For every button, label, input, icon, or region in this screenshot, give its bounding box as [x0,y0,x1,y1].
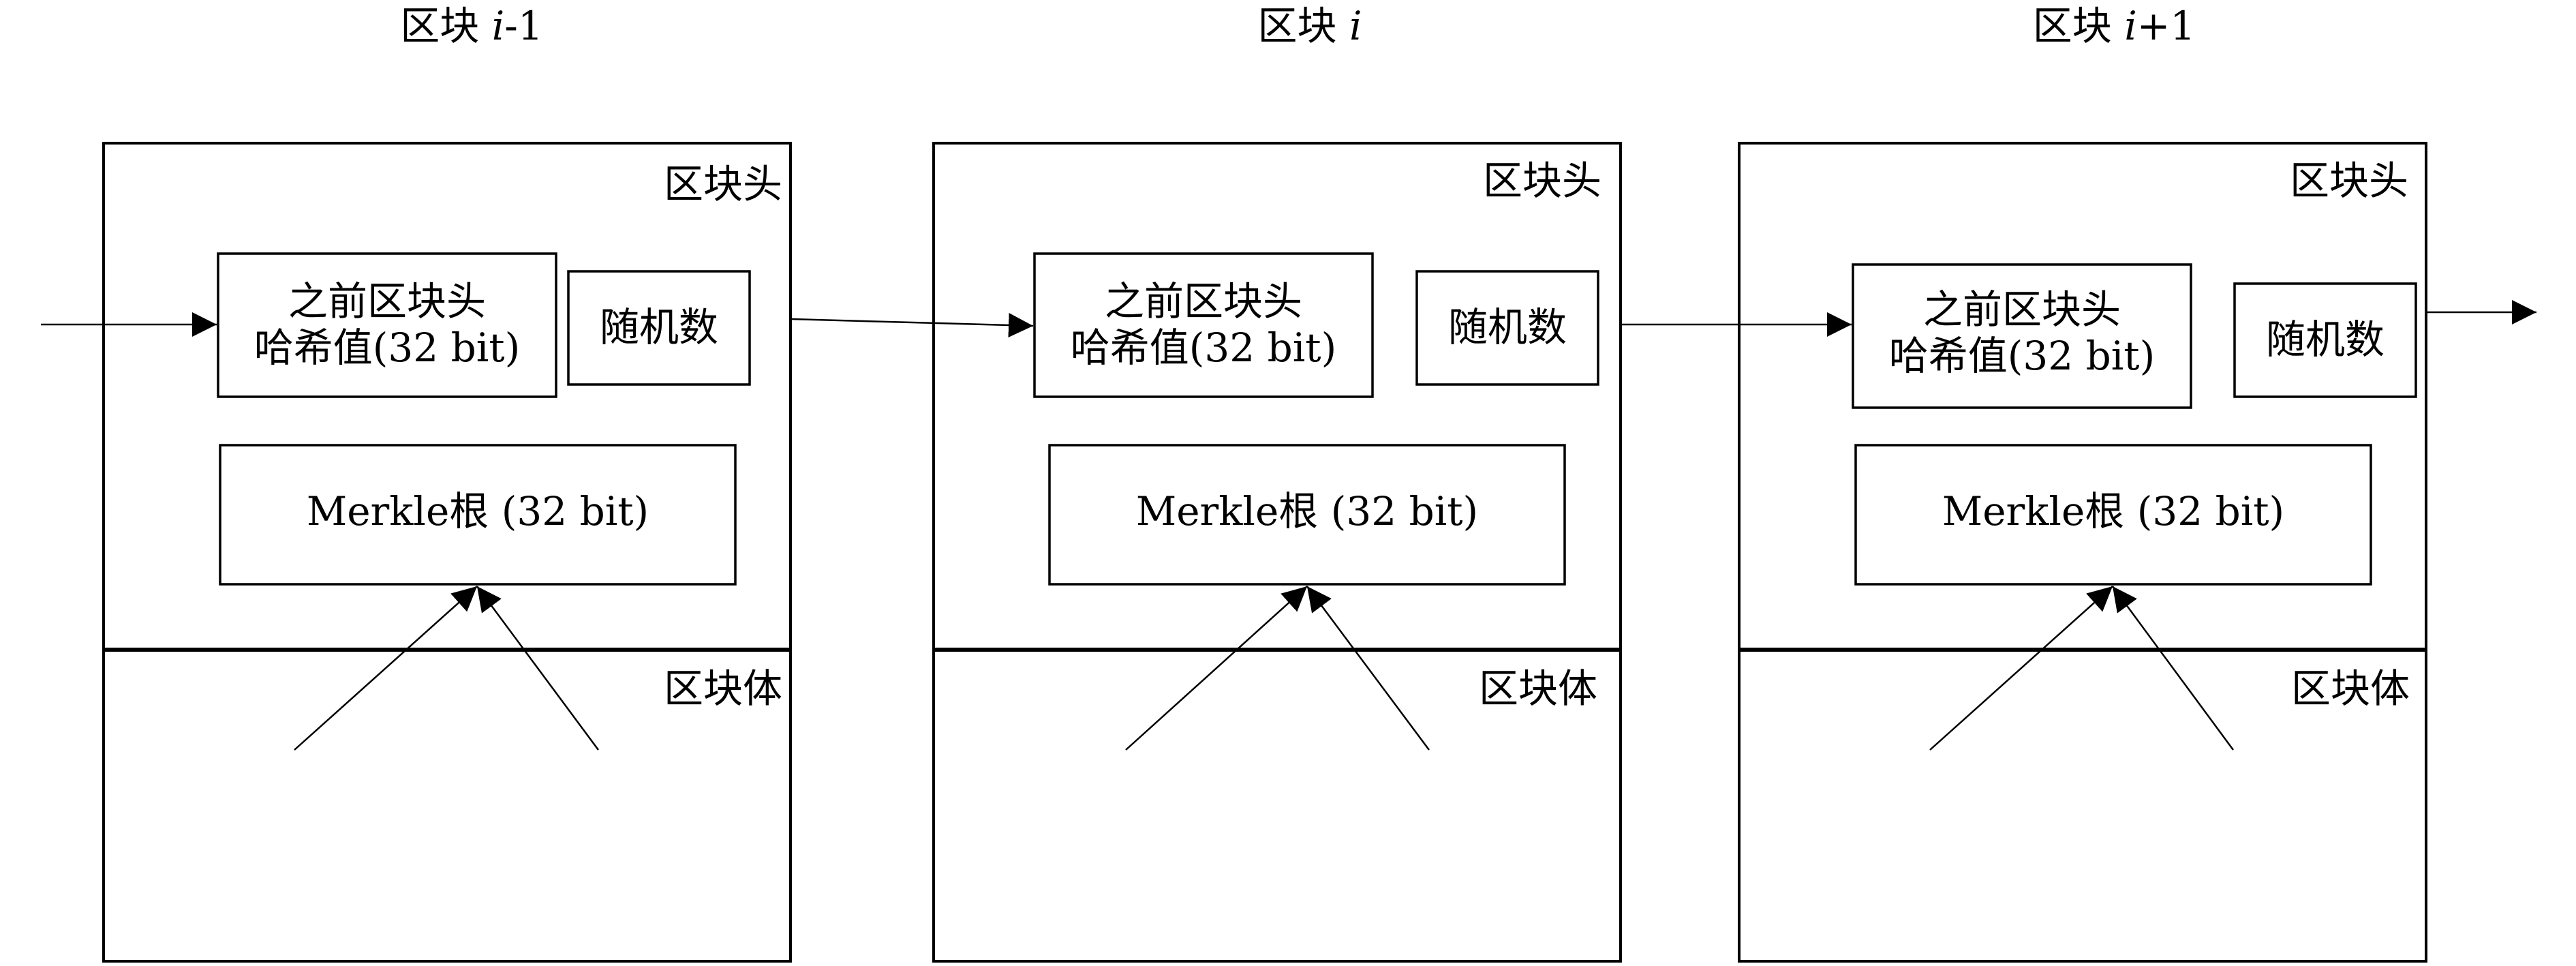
block-header-label: 区块头 [664,161,782,207]
block-frame [932,142,1622,963]
block-title: 区块 i [1257,3,1362,49]
merkle-arrow-right [2111,586,2235,751]
prev-hash-label-line2: 哈希值(32 bit) [254,324,520,371]
merkle-arrow-left [1929,586,2113,751]
nonce-box [1415,270,1599,386]
prev-hash-label-line1: 之前区块头 [1105,278,1302,324]
prev-hash-label-line2: 哈希值(32 bit) [1071,324,1336,371]
prev-hash-box [1852,263,2192,409]
merkle-root-label: Merkle根 (32 bit) [1942,488,2284,534]
block-header-label: 区块头 [1483,157,1601,204]
block-header-label: 区块头 [2290,157,2408,204]
prev-hash-box [217,252,557,398]
block-body-label: 区块体 [2291,665,2410,712]
chain-arrow-prev-to-current [790,312,1034,337]
nonce-box [2233,282,2417,398]
prev-hash-box [1033,252,1374,398]
merkle-arrow-right [476,586,600,751]
block-prev: 区块 i-1 区块头 之前区块头 哈希值(32 bit) 随机数 Merkle根… [102,3,792,963]
merkle-arrow-right [1306,586,1430,751]
prev-hash-label-line1: 之前区块头 [288,278,486,324]
merkle-root-label: Merkle根 (32 bit) [1136,488,1478,534]
block-body-label: 区块体 [1479,665,1597,712]
merkle-root-box [1048,444,1566,586]
merkle-root-label: Merkle根 (32 bit) [307,488,649,534]
block-title: 区块 i+1 [2033,3,2196,49]
block-current: 区块 i 区块头 之前区块头 哈希值(32 bit) 随机数 Merkle根 (… [932,3,1622,963]
prev-hash-label-line1: 之前区块头 [1923,286,2121,333]
block-frame [102,142,792,963]
block-next: 区块 i+1 区块头 之前区块头 哈希值(32 bit) 随机数 Merkle根… [1738,3,2427,963]
nonce-label: 随机数 [2266,316,2385,363]
nonce-box [567,270,751,386]
block-title: 区块 i-1 [400,3,543,49]
nonce-label: 随机数 [600,304,718,350]
merkle-arrow-left [1125,586,1308,751]
merkle-arrow-left [294,586,478,751]
prev-hash-label-line2: 哈希值(32 bit) [1889,333,2155,379]
merkle-root-box [219,444,737,586]
block-frame [1738,142,2427,963]
nonce-label: 随机数 [1448,304,1567,350]
block-body-label: 区块体 [664,665,782,712]
merkle-root-box [1854,444,2372,586]
